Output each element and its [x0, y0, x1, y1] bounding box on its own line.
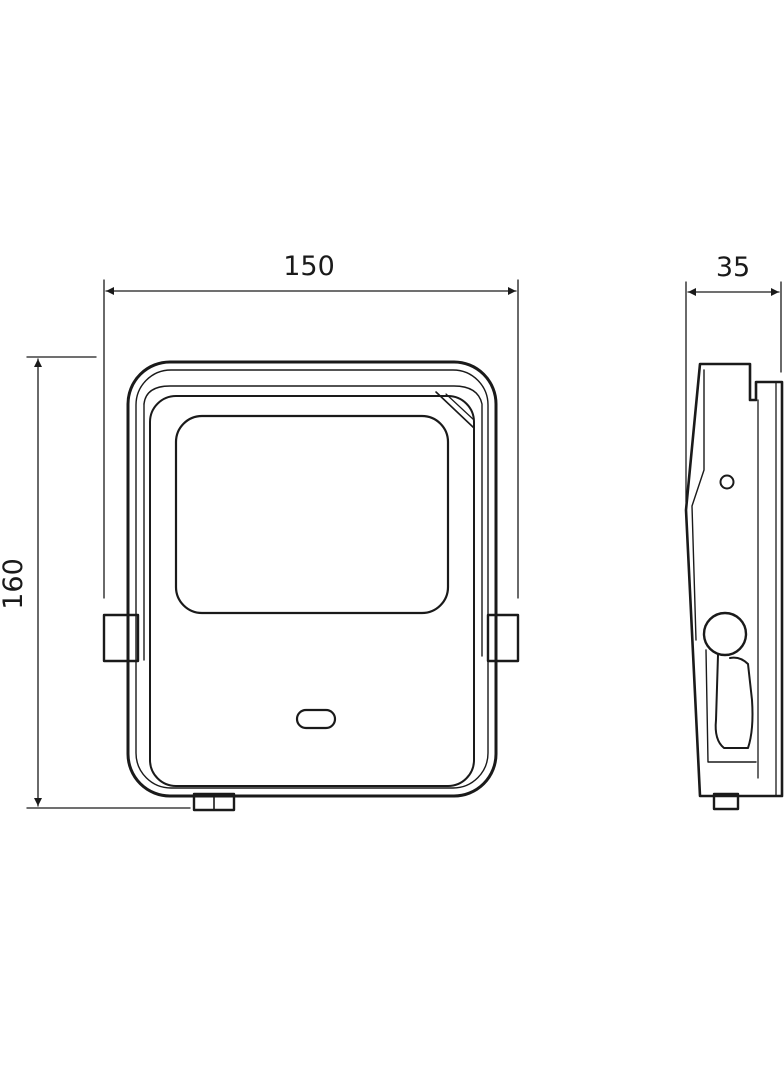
bracket-tab-left — [102, 613, 140, 663]
side-front-face — [691, 369, 705, 641]
corner-chamfer — [435, 391, 475, 429]
bracket-arm — [714, 654, 754, 749]
side-view — [684, 362, 784, 811]
depth-label: 35 — [716, 252, 750, 283]
housing-inner-outline — [135, 369, 489, 789]
hinge-pivot — [702, 611, 748, 657]
side-housing — [684, 362, 784, 798]
lens-window — [174, 414, 450, 615]
width-label: 150 — [283, 251, 335, 282]
depth-dimension: 35 — [685, 252, 782, 503]
front-view — [102, 360, 520, 812]
bracket-arm-inner — [705, 649, 757, 763]
front-panel — [149, 395, 475, 787]
mounting-hole — [719, 474, 735, 490]
bezel-ridge — [143, 385, 483, 657]
side-cable-gland — [712, 792, 740, 811]
width-dimension: 150 — [103, 251, 519, 599]
housing-outer-outline — [126, 360, 498, 798]
status-indicator — [295, 708, 337, 730]
height-label: 160 — [0, 558, 29, 610]
bracket-tab-right — [486, 613, 520, 663]
height-dimension: 160 — [0, 356, 191, 809]
corner-chamfer-inner — [445, 393, 475, 421]
